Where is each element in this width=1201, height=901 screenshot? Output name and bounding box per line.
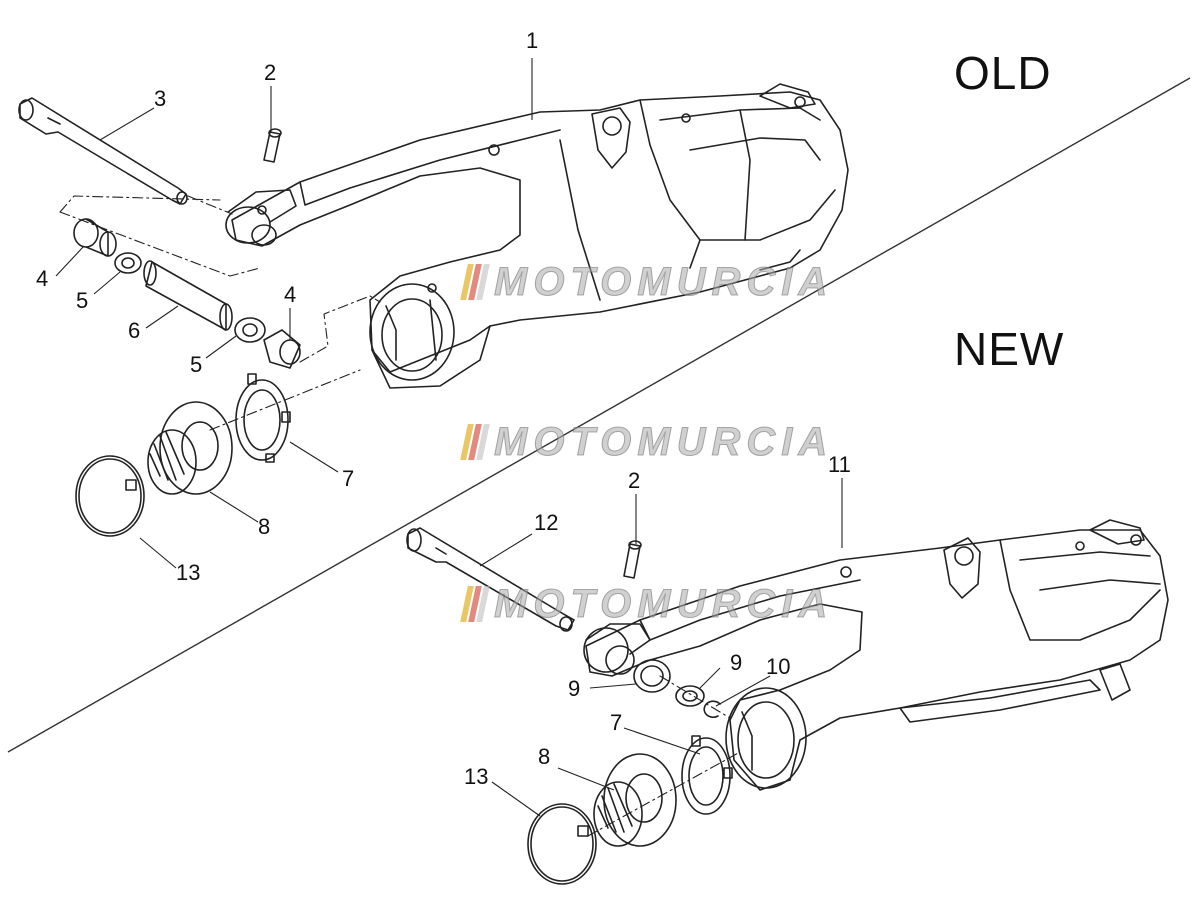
new-swingarm (583, 519, 1169, 791)
callout-old-4a: 4 (36, 266, 49, 291)
watermark-flag-icon (460, 264, 492, 300)
old-washer-right (234, 317, 266, 343)
callout-new-7: 7 (610, 710, 623, 735)
callout-new-10: 10 (766, 654, 791, 679)
old-assembly (18, 83, 849, 537)
new-bearing (633, 659, 671, 693)
new-retaining-ring (681, 735, 733, 815)
new-circlip (703, 700, 721, 719)
old-hose-clamp (75, 455, 145, 537)
new-assembly (406, 519, 1169, 885)
callout-new-2: 2 (628, 468, 641, 493)
callout-old-13: 13 (176, 560, 201, 585)
watermark-text: MOTOMURCIA (493, 582, 834, 627)
callout-new-8: 8 (538, 744, 551, 769)
callout-old-8: 8 (258, 514, 271, 539)
old-spacer-tube (143, 260, 233, 331)
old-bushing-left (73, 218, 117, 257)
callout-new-11: 11 (828, 452, 851, 477)
old-leader-lines (55, 58, 533, 569)
callout-old-3: 3 (154, 86, 167, 111)
old-washer-left (114, 252, 142, 274)
old-dust-boot (147, 401, 233, 495)
callout-new-9a: 9 (568, 676, 581, 701)
new-leader-lines (479, 478, 843, 817)
callout-old-1: 1 (526, 28, 539, 53)
new-hose-clamp (527, 803, 597, 885)
section-divider-line (7, 77, 1191, 753)
watermark-flag-icon (460, 424, 492, 460)
label-old: OLD (954, 47, 1052, 99)
callout-old-5b: 5 (190, 352, 203, 377)
watermark-text: MOTOMURCIA (493, 420, 834, 465)
callout-old-2: 2 (264, 60, 277, 85)
old-retaining-ring (235, 373, 291, 463)
callout-new-9b: 9 (730, 650, 743, 675)
watermark-flag-icon (460, 586, 492, 622)
old-bushing-right (263, 329, 301, 369)
callout-old-4b: 4 (284, 282, 297, 307)
new-spindle (406, 527, 575, 632)
new-assembly-guides (587, 675, 741, 837)
watermark-text: MOTOMURCIA (493, 260, 834, 305)
old-assembly-guides (59, 195, 381, 431)
callout-new-12: 12 (534, 510, 559, 535)
new-seal-washer (675, 685, 705, 707)
old-swingarm (225, 83, 849, 389)
callout-old-7: 7 (342, 466, 355, 491)
callout-new-13: 13 (464, 764, 489, 789)
new-dust-boot (593, 753, 677, 847)
callout-old-6: 6 (128, 318, 141, 343)
label-new: NEW (954, 323, 1065, 375)
old-bolt (263, 128, 282, 163)
old-spindle (18, 97, 188, 205)
new-bolt (623, 540, 642, 579)
callout-old-5a: 5 (76, 288, 89, 313)
